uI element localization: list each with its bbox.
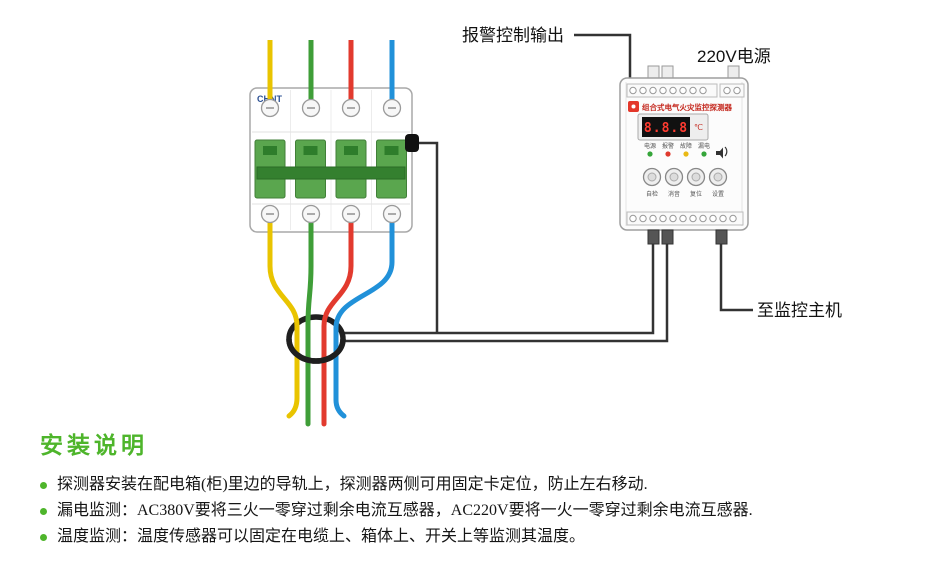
to-host-line [719,244,753,312]
bottom-terminal-block [661,229,674,245]
sounder-icon [716,147,723,159]
terminal-hole [629,86,637,95]
handle-slot [263,146,277,155]
indicator-leds: 电源 报警 故障 漏电 [644,142,728,159]
wire-green-bottom [305,207,314,427]
terminal-hole [649,214,657,223]
terminal-hole [679,86,687,95]
alarm-output-label: 报警控制输出 [462,26,564,45]
detector-buttons: 自检 消音 复位 设置 [642,167,728,198]
led-label: 故障 [680,142,692,150]
led [701,151,707,157]
button-cap [713,172,723,182]
button-label: 消音 [668,190,680,198]
bullet-icon [40,482,47,489]
handle-tie-bar [256,166,406,180]
terminal-hole [669,86,677,95]
led [665,151,671,157]
led [647,151,653,157]
terminal-hole [733,86,741,95]
to-host-label: 至监控主机 [757,301,842,320]
installation-instructions: 安装说明 探测器安装在配电箱(柜)里边的导轨上，探测器两侧可用固定卡定位，防止左… [40,426,920,550]
wire-red-bottom [321,207,354,427]
terminal-hole [629,214,637,223]
instructions-heading: 安装说明 [40,432,148,458]
instruction-item: 漏电监测：AC380V要将三火一零穿过剩余电流互感器，AC220V要将一火一零穿… [40,498,920,524]
top-terminal-tab [647,65,660,80]
terminal-hole [669,214,677,223]
wiring-diagram: CHNT [249,26,842,427]
terminal-hole [709,214,717,223]
wire-blue-bottom [333,207,395,419]
led [683,151,689,157]
detector-title: 组合式电气火灾监控探测器 [642,102,732,112]
led-label: 报警 [662,142,674,150]
alarm-output-line [574,33,632,79]
handle-slot [303,146,318,155]
wire-yellow-bottom [267,207,300,419]
power-label: 220V电源 [697,47,771,66]
button-label: 自检 [646,190,658,198]
terminal-hole [659,214,667,223]
terminal-hole [729,214,737,223]
instruction-text: 温度监测：温度传感器可以固定在电缆上、箱体上、开关上等监测其温度。 [57,528,586,545]
connector-lines [343,33,753,343]
led-label: 电源 [644,142,656,150]
handle-slot [344,146,358,155]
handle-slot [384,146,399,155]
bullet-icon [40,508,47,515]
top-terminal-tab [661,65,674,80]
instructions-list: 探测器安装在配电箱(柜)里边的导轨上，探测器两侧可用固定卡定位，防止左右移动. … [40,472,920,550]
top-terminal-tab [727,65,740,80]
terminal-hole [699,86,707,95]
circuit-breaker: CHNT [249,87,413,233]
terminal-hole [689,214,697,223]
temp-sensor-line [417,141,439,333]
phase-wires [267,40,395,427]
temp-sensor [405,134,419,152]
bottom-terminal-block [647,229,660,245]
button-label: 设置 [712,190,724,198]
terminal-hole [723,86,731,95]
led-label: 漏电 [698,142,710,150]
display-unit: ℃ [694,123,703,132]
instruction-text: 漏电监测：AC380V要将三火一零穿过剩余电流互感器，AC220V要将一火一零穿… [57,502,753,519]
bottom-terminal-block [715,229,728,245]
button-cap [647,172,657,182]
ct-secondary-line-1 [344,244,655,335]
display-window [642,117,690,137]
ct-secondary-line-2 [343,244,669,343]
brand-logo-dot [631,104,636,109]
detector-device: 组合式电气火灾监控探测器 8.8.8 ℃ 电源 报警 故障 漏电 [619,65,749,245]
breaker-terminals [260,98,402,224]
terminal-hole [719,214,727,223]
terminal-hole [689,86,697,95]
display-digits: 8.8.8 [644,121,688,136]
breaker-handles [254,139,407,199]
instruction-item: 温度监测：温度传感器可以固定在电缆上、箱体上、开关上等监测其温度。 [40,524,920,550]
terminal-hole [679,214,687,223]
instruction-item: 探测器安装在配电箱(柜)里边的导轨上，探测器两侧可用固定卡定位，防止左右移动. [40,472,920,498]
terminal-hole [639,86,647,95]
button-cap [669,172,679,182]
button-label: 复位 [690,190,702,198]
terminal-hole [659,86,667,95]
instruction-text: 探测器安装在配电箱(柜)里边的导轨上，探测器两侧可用固定卡定位，防止左右移动. [57,476,648,493]
ct-ring-front [286,338,346,364]
button-cap [691,172,701,182]
terminal-hole [649,86,657,95]
bullet-icon [40,534,47,541]
terminal-hole [699,214,707,223]
terminal-hole [639,214,647,223]
sounder-wave-icon [724,146,728,157]
